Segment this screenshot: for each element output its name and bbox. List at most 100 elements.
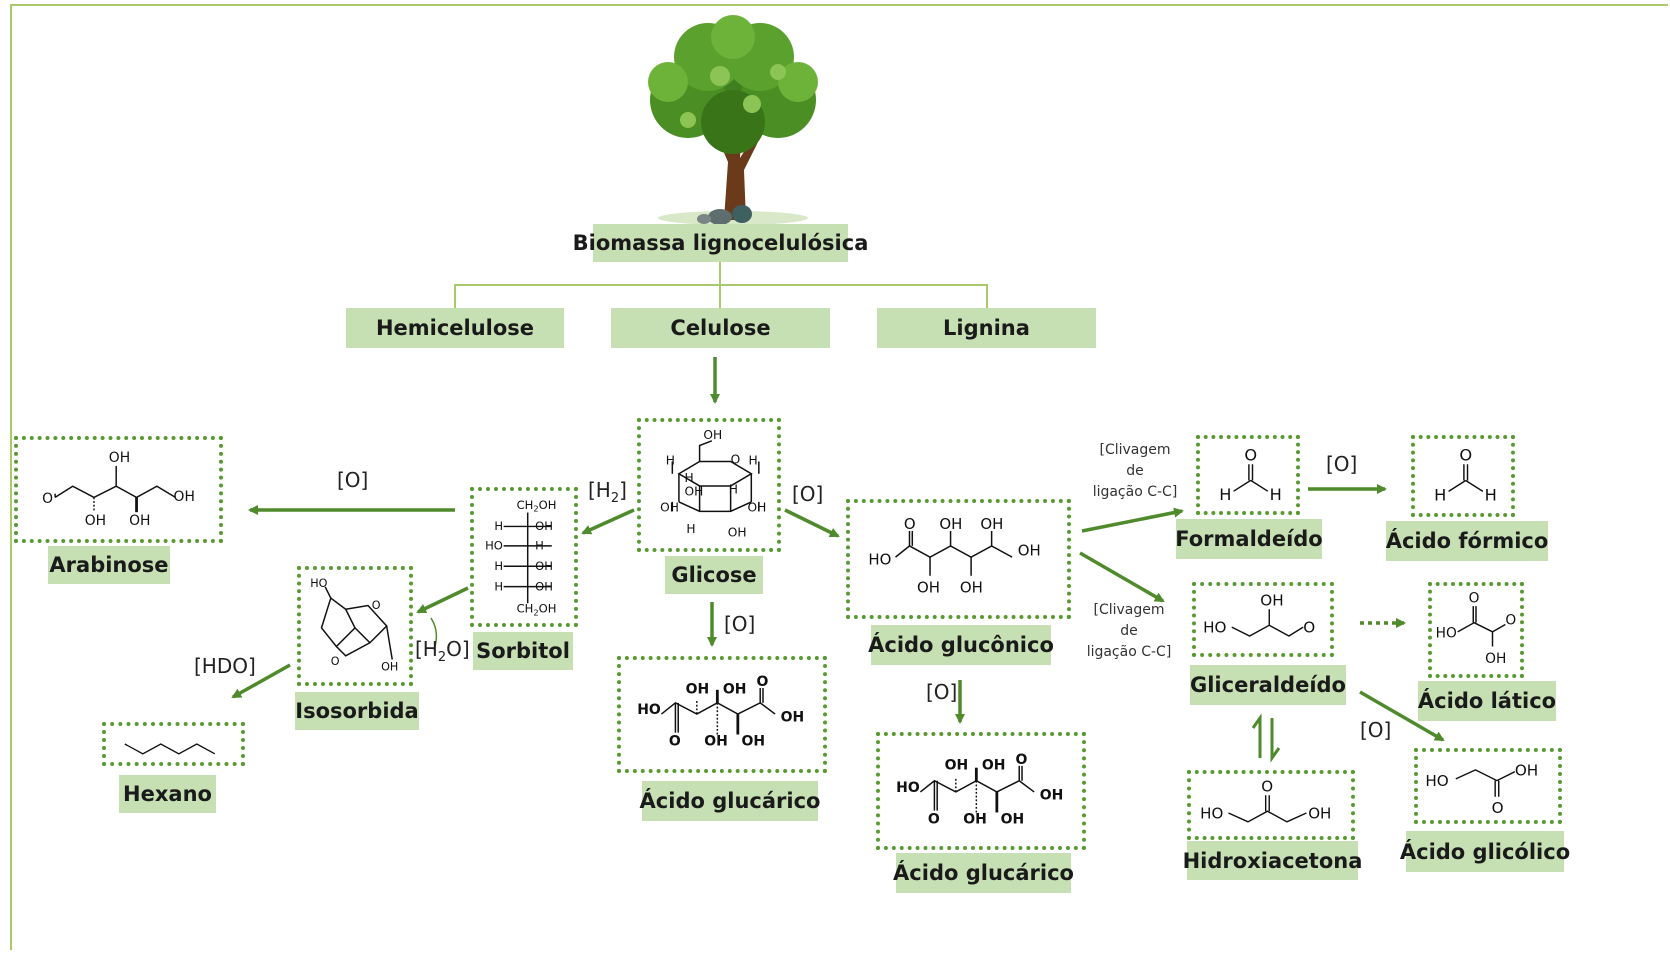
svg-text:OH: OH bbox=[660, 500, 679, 514]
svg-text:H: H bbox=[494, 559, 503, 573]
svg-text:OH: OH bbox=[686, 682, 710, 698]
svg-text:OH: OH bbox=[939, 515, 962, 533]
svg-text:H: H bbox=[1270, 485, 1282, 504]
formaldeido-structure-box: O H H bbox=[1196, 435, 1300, 515]
acido-formico-structure-box: O H H bbox=[1411, 435, 1515, 517]
svg-text:O: O bbox=[1459, 446, 1472, 465]
clivagem-label-2: [Clivagem de ligação C-C] bbox=[1086, 602, 1172, 660]
reagent-o-glucarico-1: [O] bbox=[724, 612, 756, 636]
svg-text:OH: OH bbox=[980, 515, 1003, 533]
svg-text:CH2OH: CH2OH bbox=[517, 602, 557, 618]
svg-text:OH: OH bbox=[1260, 592, 1283, 610]
svg-text:O: O bbox=[756, 674, 768, 690]
svg-text:OH: OH bbox=[174, 489, 195, 505]
reagent-h2-subscript: 2 bbox=[610, 491, 620, 506]
reagent-h2o: [H2O] bbox=[415, 637, 470, 665]
svg-text:OH: OH bbox=[1515, 761, 1538, 779]
gliceraldeido-structure: HO OH O bbox=[1203, 592, 1315, 637]
acido-glucarico-2-structure: HO OH OH O OH O OH OH bbox=[896, 752, 1064, 828]
acido-gluconico-structure: HO O OH OH OH OH OH bbox=[868, 515, 1041, 597]
hexano-structure-box bbox=[102, 722, 245, 766]
svg-text:O: O bbox=[928, 812, 940, 828]
svg-text:OH: OH bbox=[685, 484, 704, 498]
svg-text:H: H bbox=[686, 522, 695, 536]
svg-text:H: H bbox=[666, 453, 675, 467]
acido-gluconico-label: Ácido glucônico bbox=[868, 625, 1054, 665]
glicose-structure: OH H O H H OH H OH OH H OH bbox=[660, 428, 766, 540]
svg-text:H: H bbox=[1219, 485, 1231, 504]
svg-text:OH: OH bbox=[129, 513, 150, 529]
reagent-o-arabinose: [O] bbox=[337, 468, 369, 492]
svg-text:OH: OH bbox=[963, 812, 987, 828]
svg-text:OH: OH bbox=[728, 526, 747, 540]
svg-text:O: O bbox=[1244, 446, 1257, 465]
isosorbida-structure: HO O O OH bbox=[310, 577, 398, 674]
acido-glucarico-2-structure-box: HO OH OH O OH O OH OH bbox=[876, 732, 1086, 850]
hidroxiacetona-label: Hidroxiacetona bbox=[1183, 841, 1362, 880]
svg-text:H: H bbox=[494, 519, 503, 533]
lignina-label: Lignina bbox=[877, 308, 1096, 348]
acido-glicolico-structure: HO OH O bbox=[1425, 761, 1538, 817]
svg-text:HO: HO bbox=[1425, 772, 1448, 790]
svg-text:H: H bbox=[729, 482, 738, 496]
svg-text:H: H bbox=[1485, 485, 1497, 504]
svg-text:OH: OH bbox=[723, 682, 747, 698]
svg-text:OH: OH bbox=[381, 661, 398, 674]
svg-text:OH: OH bbox=[917, 579, 940, 597]
gliceraldeido-label: Gliceraldeído bbox=[1190, 665, 1346, 705]
svg-text:OH: OH bbox=[1040, 787, 1064, 803]
svg-text:O: O bbox=[372, 599, 381, 612]
reagent-h2o-subscript: 2 bbox=[437, 650, 447, 665]
svg-text:OH: OH bbox=[535, 559, 553, 573]
svg-text:O: O bbox=[731, 452, 741, 466]
biomassa-label: Biomassa lignocelulósica bbox=[573, 224, 868, 262]
formaldeido-structure: O H H bbox=[1219, 446, 1282, 505]
svg-text:H: H bbox=[494, 579, 503, 593]
svg-text:OH: OH bbox=[109, 450, 130, 466]
isosorbida-label: Isosorbida bbox=[295, 692, 419, 730]
svg-text:OH: OH bbox=[742, 734, 766, 750]
celulose-label: Celulose bbox=[611, 308, 830, 348]
svg-text:O: O bbox=[1469, 591, 1480, 607]
svg-text:OH: OH bbox=[535, 579, 553, 593]
svg-text:O: O bbox=[904, 515, 916, 533]
svg-text:HO: HO bbox=[310, 577, 327, 590]
svg-text:OH: OH bbox=[1018, 541, 1041, 559]
svg-text:OH: OH bbox=[781, 709, 805, 725]
glicose-label: Glicose bbox=[665, 556, 763, 594]
reagent-o-gluconico: [O] bbox=[792, 482, 824, 506]
svg-text:OH: OH bbox=[85, 513, 106, 529]
svg-text:H: H bbox=[685, 471, 694, 485]
svg-text:CH2OH: CH2OH bbox=[517, 498, 557, 514]
sorbitol-label: Sorbitol bbox=[473, 632, 573, 670]
svg-text:OH: OH bbox=[704, 734, 728, 750]
reagent-o-glicolico: [O] bbox=[1360, 718, 1392, 742]
gliceraldeido-structure-box: HO OH O bbox=[1192, 582, 1334, 657]
svg-text:OH: OH bbox=[703, 428, 722, 442]
acido-glicolico-structure-box: HO OH O bbox=[1414, 748, 1562, 824]
reagent-o-glucarico-2: [O] bbox=[926, 680, 958, 704]
reagent-h2o-close: O] bbox=[446, 637, 470, 661]
svg-text:HO: HO bbox=[868, 551, 891, 569]
hexano-structure bbox=[124, 743, 216, 755]
svg-text:H: H bbox=[748, 453, 757, 467]
isosorbida-structure-box: HO O O OH bbox=[297, 566, 413, 686]
svg-text:O: O bbox=[1303, 618, 1315, 636]
acido-gluconico-structure-box: HO O OH OH OH OH OH bbox=[846, 499, 1071, 619]
svg-text:HO: HO bbox=[1200, 804, 1223, 822]
svg-text:HO: HO bbox=[637, 702, 661, 718]
svg-text:OH: OH bbox=[1485, 651, 1506, 667]
svg-text:OH: OH bbox=[945, 758, 969, 774]
svg-text:O: O bbox=[1492, 799, 1504, 817]
svg-text:HO: HO bbox=[1436, 625, 1457, 641]
tree-illustration bbox=[648, 15, 818, 225]
svg-text:HO: HO bbox=[1203, 618, 1226, 636]
svg-text:HO: HO bbox=[485, 539, 503, 553]
reagent-h2: [H2] bbox=[588, 478, 627, 506]
acido-glucarico-1-label: Ácido glucárico bbox=[640, 781, 820, 821]
acido-latico-structure: HO O O OH bbox=[1436, 591, 1517, 668]
svg-text:OH: OH bbox=[1001, 812, 1025, 828]
svg-text:O: O bbox=[331, 655, 340, 668]
svg-text:HO: HO bbox=[896, 780, 920, 796]
